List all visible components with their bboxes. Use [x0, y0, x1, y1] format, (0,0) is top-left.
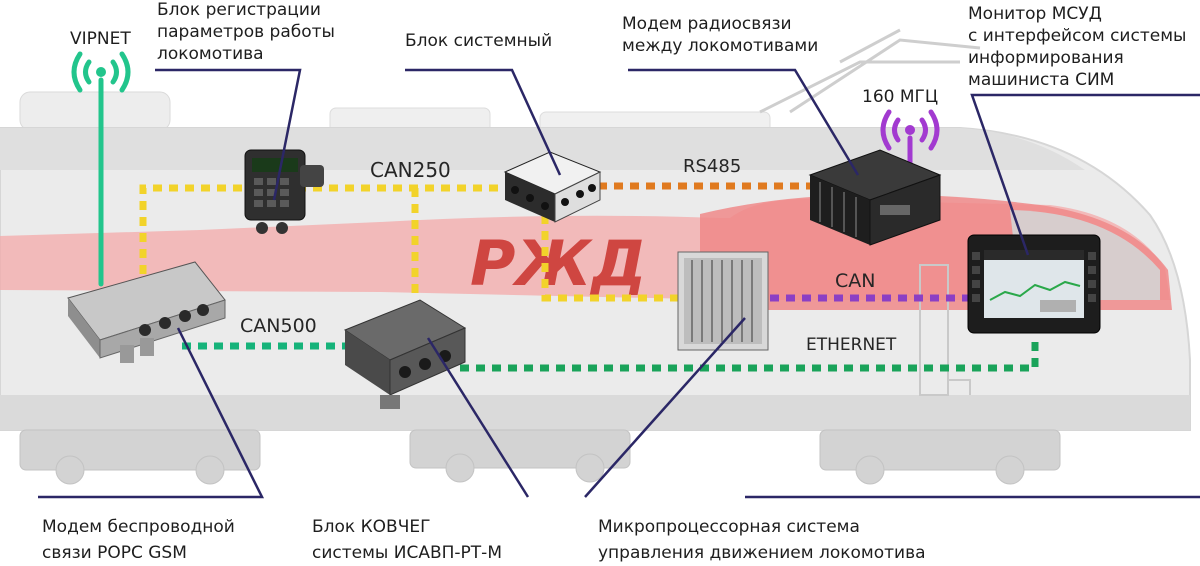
leader-registration-block: [155, 68, 302, 201]
radio-modem-label: Модем радиосвязи между локомотивами: [622, 14, 819, 56]
can250-bus-label: CAN250: [370, 158, 451, 182]
leader-lines: [38, 68, 1200, 499]
msud-monitor-device: [967, 234, 1101, 334]
vipnet-label: VIPNET: [70, 29, 131, 49]
leader-radio-modem: [628, 68, 860, 176]
svg-text:РЖД: РЖД: [470, 227, 647, 300]
leader-microprocessor-system: [584, 317, 746, 498]
rs485-bus-label: RS485: [683, 156, 742, 177]
wireless-modem-device: [67, 261, 226, 363]
leader-wireless-modem: [38, 327, 265, 499]
ethernet-bus-label: ETHERNET: [806, 335, 897, 355]
frequency-label: 160 МГЦ: [862, 87, 939, 107]
system-block-device: [503, 151, 602, 223]
monitor-label: Монитор МСУД с интерфейсом системы инфор…: [968, 4, 1187, 90]
ethernet-bus-line: [460, 336, 1039, 372]
wifi-antenna-icon: [71, 51, 131, 287]
system-block-label: Блок системный: [405, 31, 553, 51]
can500-bus-label: CAN500: [240, 315, 317, 337]
can-bus-label: CAN: [835, 270, 876, 292]
radio-modem-device: [808, 149, 942, 246]
kovcheg-block-label: Блок КОВЧЕГ системы ИСАВП-РТ-М: [312, 517, 502, 563]
leader-kovcheg-block: [426, 337, 530, 498]
leader-system-block: [405, 68, 562, 176]
rzd-logo-icon: РЖД: [470, 227, 647, 300]
microprocessor-system-label: Микропроцессорная система управления дви…: [598, 517, 926, 563]
microprocessor-rack-device: [677, 251, 769, 351]
wireless-modem-label: Модем беспроводной связи РОРС GSM: [42, 517, 235, 563]
bogies: [19, 429, 1061, 485]
leader-monitor: [970, 93, 1200, 256]
registration-block-label: Блок регистрации параметров работы локом…: [157, 0, 335, 64]
pantograph: [759, 28, 981, 114]
registration-block-device: [244, 149, 324, 234]
kovcheg-block-device: [343, 299, 467, 409]
